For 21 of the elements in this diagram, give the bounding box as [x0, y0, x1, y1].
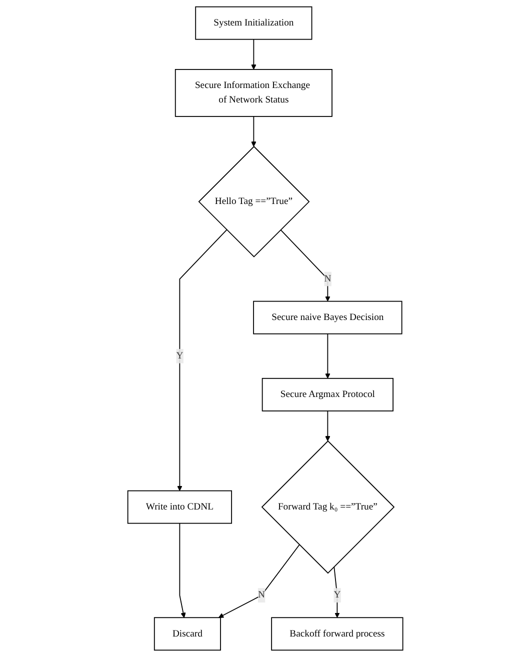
node-box: Backoff forward process	[270, 617, 403, 651]
edge-label: Y	[333, 590, 340, 600]
arrow	[218, 544, 300, 618]
edge-label: N	[258, 590, 265, 600]
node-box: Secure naive Bayes Decision	[252, 300, 402, 334]
edge-label: Y	[176, 350, 183, 361]
arrow	[176, 229, 227, 492]
edge-label: N	[324, 274, 331, 284]
arrow	[324, 410, 330, 442]
node-box: Discard	[154, 617, 221, 651]
node-diamond: Hello Tag ==”True”	[198, 146, 310, 258]
arrow	[280, 229, 330, 302]
node-box: Secure Information Exchange of Network Status	[174, 69, 332, 117]
node-box: System Initialization	[194, 6, 312, 40]
node-box: Write into CDNL	[127, 490, 232, 524]
arrow	[324, 333, 330, 379]
arrow	[178, 522, 186, 618]
node-box: Secure Argmax Protocol	[262, 378, 394, 412]
arrow	[250, 116, 256, 147]
node-diamond: Forward Tag k₀ ==”True”	[261, 440, 394, 574]
arrow	[250, 38, 256, 70]
